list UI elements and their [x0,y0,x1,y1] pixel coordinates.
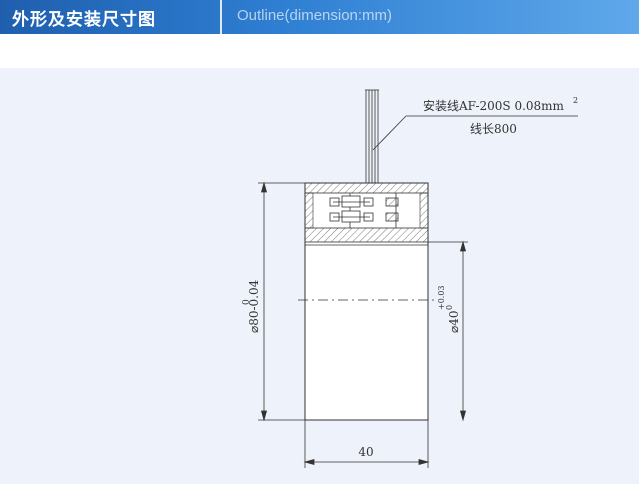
lead-wire-label-superscript: 2 [573,96,578,105]
lead-wire-label: 安装线AF-200S 0.08mm [423,98,565,113]
header-divider [220,0,222,34]
motor-body [298,182,435,421]
dim-inner-diameter-label: ⌀40 [447,311,461,334]
dim-outer-tolerance: 0 [242,299,252,305]
section-subtitle: Outline(dimension:mm) [237,7,393,24]
dim-inner-lower-tolerance: 0 [445,305,454,310]
header-bar: 外形及安装尺寸图 Outline(dimension:mm) [0,0,639,34]
dim-inner-diameter [428,240,468,422]
section-title: 外形及安装尺寸图 [12,10,156,30]
dim-length-label: 40 [358,445,373,459]
internal-connector-bottom [329,210,399,223]
white-band [0,34,639,68]
dim-length [303,420,430,468]
lead-length-label: 线长800 [470,122,517,136]
dim-outer-diameter [258,181,305,422]
dim-outer-diameter-label: ⌀80-0.04 [247,279,261,333]
dim-inner-upper-tolerance: +0.03 [437,285,446,310]
leader-line [372,115,578,151]
lead-wire [365,89,379,183]
internal-connector-top [329,195,399,208]
